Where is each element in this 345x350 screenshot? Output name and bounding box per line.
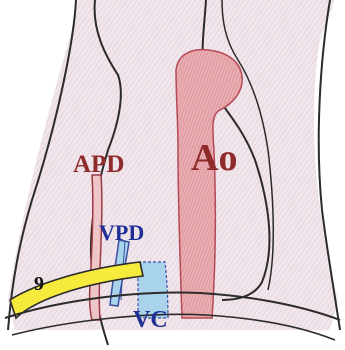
label-vc: VC [133, 307, 168, 333]
label-ao: Ao [191, 137, 237, 179]
label-apd: APD [73, 151, 124, 178]
label-vpd: VPD [99, 220, 144, 245]
label-nerve-9: 9 [34, 273, 44, 295]
